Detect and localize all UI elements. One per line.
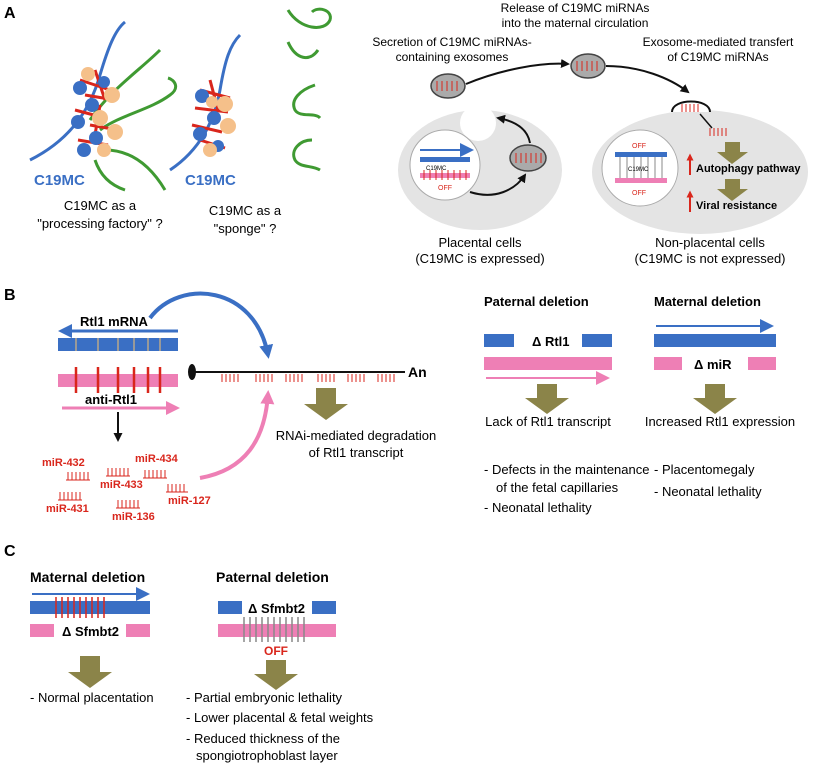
nucleus-dna-blue-2 <box>615 152 667 157</box>
b-maternal-pink-left <box>654 357 682 370</box>
b-paternal-effect-3: - Neonatal lethality <box>484 500 592 515</box>
nucleus-dna-blue-1 <box>420 157 470 162</box>
c-paternal-effect-1: - Partial embryonic lethality <box>186 690 343 705</box>
nucleus-off-1: OFF <box>438 185 452 192</box>
b-maternal-title: Maternal deletion <box>654 294 761 309</box>
b-maternal-effect-2: - Neonatal lethality <box>654 484 762 499</box>
c-paternal-blue-right <box>312 601 336 614</box>
panel-a-letter: A <box>4 5 16 22</box>
sponge-graphic <box>169 7 332 172</box>
nonplacental-caption-2: (C19MC is not expressed) <box>635 251 786 266</box>
arrow-to-circulation <box>465 59 570 85</box>
c-maternal-delta: Δ Sfmbt2 <box>62 624 119 639</box>
panel-c-letter: C <box>4 543 16 560</box>
nucleus-dna-pink-2 <box>615 178 667 183</box>
b-maternal-result: Increased Rtl1 expression <box>645 414 795 429</box>
c-paternal-pink-bar <box>218 624 336 637</box>
rtl1-blue-curved-arrow <box>148 291 274 359</box>
b-paternal-title: Paternal deletion <box>484 294 589 309</box>
processing-caption-2: "processing factory" ? <box>37 216 163 231</box>
rnai-caption-2: of Rtl1 transcript <box>309 445 404 460</box>
b-paternal-pink-bar <box>484 357 612 370</box>
nonplacental-nucleus <box>601 129 679 207</box>
mir-label: miR-432 <box>42 457 85 469</box>
viral-down-arrow <box>717 179 748 201</box>
nucleus-c19mc-1: C19MC <box>426 166 447 172</box>
b-maternal-blue-bar <box>654 334 776 347</box>
c-maternal-blue-bar <box>30 601 150 614</box>
autophagy-down-arrow <box>717 142 748 164</box>
b-paternal-blue-left <box>484 334 514 347</box>
c-paternal-off: OFF <box>264 644 288 658</box>
cell-arrow-exosome-to-vesicle <box>496 114 531 144</box>
anti-rtl1-label: anti-Rtl1 <box>85 392 137 407</box>
secreting-vesicle <box>460 105 496 141</box>
processing-caption-1: C19MC as a <box>64 198 137 213</box>
b-maternal-down-arrow <box>693 384 737 414</box>
circulating-exosome <box>570 53 606 79</box>
c-maternal-down-arrow <box>68 656 112 688</box>
secreted-exosome-1 <box>430 73 466 99</box>
nonplacental-caption-1: Non-placental cells <box>655 235 765 250</box>
secretion-caption-2: containing exosomes <box>396 50 509 64</box>
c-maternal-title: Maternal deletion <box>30 569 145 585</box>
c19mc-label-2: C19MC <box>185 172 236 189</box>
c-maternal-effect-1: - Normal placentation <box>30 690 154 705</box>
c-maternal-pink-left <box>30 624 54 637</box>
rnai-caption-1: RNAi-mediated degradation <box>276 428 436 443</box>
c-paternal-title: Paternal deletion <box>216 569 329 585</box>
nucleus-c19mc-2: C19MC <box>628 167 649 173</box>
exosome-caption-1: Exosome-mediated transfert <box>643 35 794 49</box>
placental-exosome <box>509 144 547 172</box>
b-paternal-blue-right <box>582 334 612 347</box>
placental-caption-2: (C19MC is expressed) <box>415 251 544 266</box>
exosome-caption-2: of C19MC miRNAs <box>667 50 768 64</box>
b-paternal-delta: Δ Rtl1 <box>532 334 570 349</box>
b-paternal-effect-1: - Defects in the maintenance <box>484 462 649 477</box>
release-caption-2: into the maternal circulation <box>502 16 649 30</box>
viral-label: Viral resistance <box>696 200 777 212</box>
poly-a-tail: An <box>408 364 427 380</box>
mirna-pink-curved-arrow <box>199 390 275 480</box>
mir-label: miR-431 <box>46 503 89 515</box>
mir-label: miR-127 <box>168 495 211 507</box>
cell-arrow-nucleus-to-exosome <box>469 173 527 196</box>
c-paternal-down-arrow <box>254 660 298 690</box>
nucleus-off-2b: OFF <box>632 190 646 197</box>
sponge-caption-2: "sponge" ? <box>214 221 277 236</box>
c-paternal-effect-2: - Lower placental & fetal weights <box>186 710 374 725</box>
autophagy-label: Autophagy pathway <box>696 163 801 175</box>
mir-label: miR-136 <box>112 511 155 523</box>
transcript-cap <box>188 364 196 380</box>
rnai-down-arrow <box>304 388 348 420</box>
secretion-caption-1: Secretion of C19MC miRNAs- <box>372 35 531 49</box>
c-maternal-pink-right <box>126 624 150 637</box>
endocytic-vesicle <box>671 100 711 113</box>
mir-label: miR-434 <box>135 453 179 465</box>
sponge-caption-1: C19MC as a <box>209 203 282 218</box>
c19mc-label-1: C19MC <box>34 172 85 189</box>
c-paternal-delta: Δ Sfmbt2 <box>248 601 305 616</box>
nucleus-off-2a: OFF <box>632 143 646 150</box>
release-arrow <box>699 113 713 129</box>
arrow-to-target-cell <box>605 65 690 94</box>
c-paternal-effect-4: spongiotrophoblast layer <box>196 748 338 763</box>
processing-factory-graphic <box>29 20 178 192</box>
panel-b-letter: B <box>4 287 16 304</box>
b-maternal-effect-1: - Placentomegaly <box>654 462 755 477</box>
c-paternal-blue-left <box>218 601 242 614</box>
placental-caption-1: Placental cells <box>438 235 522 250</box>
b-maternal-pink-right <box>748 357 776 370</box>
b-paternal-result: Lack of Rtl1 transcript <box>485 414 611 429</box>
mir-label: miR-433 <box>100 479 143 491</box>
c-paternal-effect-3: - Reduced thickness of the <box>186 731 340 746</box>
nucleus-dna-pink-1 <box>420 173 470 178</box>
b-maternal-delta: Δ miR <box>694 357 732 372</box>
release-caption-1: Release of C19MC miRNAs <box>501 1 650 15</box>
rtl1-mrna-label: Rtl1 mRNA <box>80 314 149 329</box>
b-paternal-down-arrow <box>525 384 569 414</box>
b-paternal-effect-2: of the fetal capillaries <box>496 480 619 495</box>
